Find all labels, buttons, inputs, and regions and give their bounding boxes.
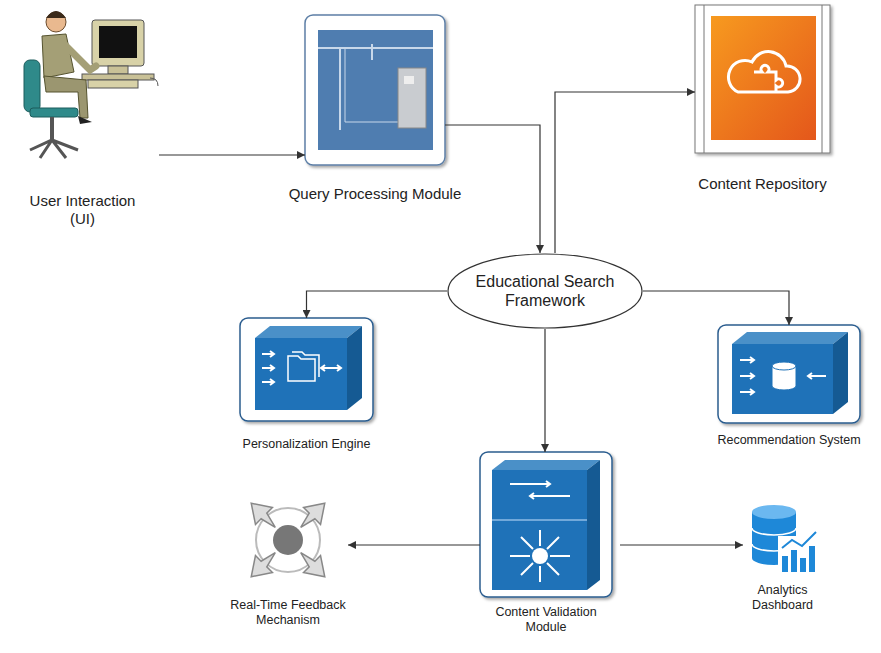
analytics-icon xyxy=(752,505,820,574)
node-label: Personalization Engine xyxy=(212,437,402,452)
connector xyxy=(307,291,448,318)
feedback-node: Real-Time Feedback Mechanism xyxy=(232,490,344,590)
connector xyxy=(544,329,545,452)
connector xyxy=(555,92,695,253)
node-label: Query Processing Module xyxy=(260,185,490,203)
query-module-icon xyxy=(305,15,445,165)
connector xyxy=(643,291,789,325)
connector xyxy=(620,544,743,545)
connector xyxy=(348,544,480,545)
engine-node: Personalization Engine xyxy=(240,318,373,421)
analytics-node: Analytics Dashboard xyxy=(745,500,820,575)
validation-icon xyxy=(480,452,612,597)
user-figure xyxy=(24,11,158,158)
ellipse-outline xyxy=(447,253,643,329)
module-node: Query Processing Module xyxy=(305,15,445,165)
node-label: Real-Time Feedback Mechanism xyxy=(228,598,348,628)
validation-node: Content Validation Module xyxy=(480,452,612,597)
framework-ellipse: Educational Search Framework xyxy=(447,253,643,329)
node-label: Analytics Dashboard xyxy=(738,583,828,613)
user-node: User Interaction (UI) xyxy=(10,5,155,170)
repository-node: Content Repository xyxy=(695,5,830,153)
node-label: Educational Search Framework xyxy=(460,272,630,310)
recommendation-icon xyxy=(718,325,860,423)
personalization-icon xyxy=(240,318,373,421)
node-label: Recommendation System xyxy=(708,433,870,448)
repository-icon xyxy=(695,5,830,153)
system-node: Recommendation System xyxy=(718,325,860,423)
node-label: Content Validation Module xyxy=(486,605,606,635)
node-label: User Interaction (UI) xyxy=(20,192,145,228)
node-label: Content Repository xyxy=(668,175,858,193)
feedback-icon xyxy=(243,495,334,586)
connector xyxy=(159,154,305,155)
